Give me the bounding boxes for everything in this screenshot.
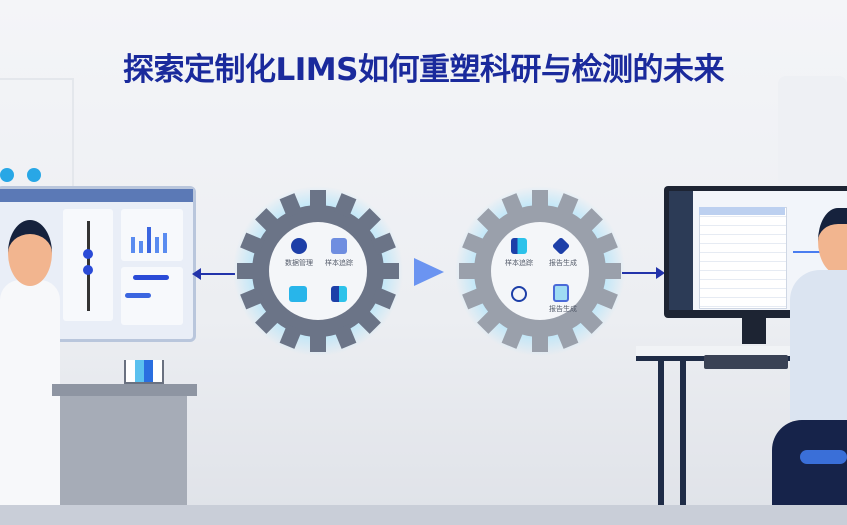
scientist-figure: [0, 280, 60, 505]
page-title: 探索定制化LIMS如何重塑科研与检测的未来: [123, 52, 724, 88]
line-chart: [793, 227, 833, 253]
user-icon: [291, 238, 307, 254]
table-header: [699, 207, 785, 215]
flask-icon: [27, 168, 41, 182]
gear-label: 报告生成: [549, 259, 577, 267]
gear-label: 报告生成: [549, 305, 577, 313]
book-icon: [511, 238, 527, 254]
gear-label: 样本追踪: [505, 259, 533, 267]
floor: [0, 505, 847, 525]
lab-bench-top: [52, 384, 197, 396]
gear-label: 样本追踪: [325, 259, 353, 267]
monitor-stand: [742, 318, 766, 344]
arrow-left-head: [192, 268, 201, 280]
flask-icon: [0, 168, 14, 182]
chair: [800, 450, 847, 464]
desk-leg: [680, 360, 686, 510]
arrow-right-head: [656, 267, 665, 279]
gear-hub: [269, 222, 367, 320]
document-icon: [331, 238, 347, 254]
progress-card: [121, 267, 183, 325]
dashboard-titlebar: [0, 189, 193, 202]
arrow-right-icon: [414, 258, 444, 286]
cube-icon: [331, 286, 347, 302]
monitor-icon: [289, 286, 307, 302]
data-table: [699, 207, 787, 309]
people-icon: [511, 286, 527, 302]
scientist-head: [8, 220, 52, 286]
gear-left: 数据管理 样本追踪: [203, 156, 433, 386]
keyboard: [704, 355, 788, 369]
arrow-left-icon: [195, 273, 235, 275]
arrow-right-icon: [622, 272, 658, 274]
bar-chart-card: [121, 209, 183, 261]
background-cabinet: [778, 76, 847, 186]
person-head: [818, 208, 847, 274]
person-legs: [772, 420, 847, 510]
desk-leg: [658, 360, 664, 510]
gear-label: 数据管理: [285, 259, 313, 267]
lims-sidebar: [669, 191, 693, 310]
lab-bench: [60, 396, 187, 506]
clipboard-icon: [553, 284, 569, 302]
slider-card: [63, 209, 113, 321]
gear-hub: [491, 222, 589, 320]
gear-right: 样本追踪 报告生成 报告生成: [425, 156, 655, 386]
person-torso: [790, 270, 847, 420]
test-tube-rack-icon: [124, 360, 164, 384]
background-shelf: [0, 78, 74, 188]
